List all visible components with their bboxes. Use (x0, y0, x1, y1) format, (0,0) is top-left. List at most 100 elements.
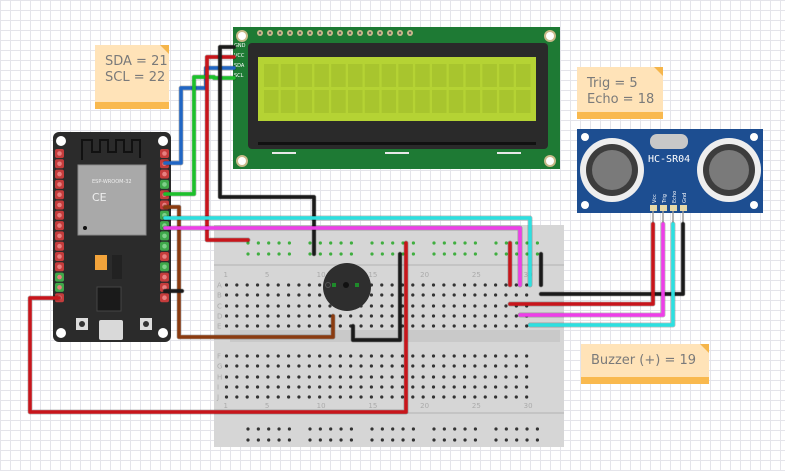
breadboard-hole[interactable] (328, 283, 332, 287)
rail-hole[interactable] (277, 241, 281, 245)
breadboard-hole[interactable] (525, 385, 529, 389)
wire-sensor-echo[interactable] (528, 222, 675, 327)
rail-hole[interactable] (463, 438, 467, 442)
rail-hole[interactable] (453, 438, 457, 442)
rail-hole[interactable] (318, 241, 322, 245)
breadboard-hole[interactable] (338, 395, 342, 399)
breadboard-hole[interactable] (224, 375, 229, 379)
wire-gnd-brown[interactable] (163, 205, 335, 339)
rail-hole[interactable] (473, 241, 477, 245)
breadboard-hole[interactable] (442, 293, 446, 297)
breadboard-hole[interactable] (318, 354, 322, 358)
rail-hole[interactable] (380, 438, 384, 442)
breadboard-hole[interactable] (514, 364, 518, 368)
breadboard-hole[interactable] (431, 354, 436, 358)
breadboard-hole[interactable] (514, 354, 518, 358)
breadboard-hole[interactable] (504, 385, 508, 389)
breadboard-hole[interactable] (276, 304, 280, 308)
breadboard-hole[interactable] (318, 385, 322, 389)
esp32-pin-left[interactable] (55, 293, 64, 303)
breadboard-hole[interactable] (369, 324, 373, 328)
breadboard-hole[interactable] (411, 293, 415, 297)
breadboard-hole[interactable] (514, 304, 518, 308)
breadboard-hole[interactable] (338, 375, 342, 379)
breadboard-hole[interactable] (442, 364, 446, 368)
breadboard-hole[interactable] (224, 293, 229, 297)
rail-hole[interactable] (370, 427, 374, 431)
breadboard-hole[interactable] (525, 324, 529, 328)
breadboard-hole[interactable] (297, 385, 301, 389)
breadboard-hole[interactable] (442, 324, 446, 328)
esp32-pin-left[interactable] (55, 282, 64, 292)
rail-hole[interactable] (267, 427, 271, 431)
breadboard-hole[interactable] (338, 283, 342, 287)
rail-hole[interactable] (525, 427, 529, 431)
breadboard-hole[interactable] (276, 395, 280, 399)
breadboard-hole[interactable] (287, 293, 291, 297)
breadboard-hole[interactable] (411, 385, 415, 389)
breadboard-hole[interactable] (266, 375, 270, 379)
rail-hole[interactable] (463, 252, 467, 256)
breadboard-hole[interactable] (307, 395, 311, 399)
wire-power-red[interactable] (28, 241, 408, 414)
breadboard-hole[interactable] (338, 314, 342, 318)
breadboard-hole[interactable] (400, 293, 405, 297)
breadboard-hole[interactable] (514, 324, 518, 328)
breadboard-hole[interactable] (483, 385, 487, 389)
rail-hole[interactable] (349, 241, 353, 245)
breadboard-hole[interactable] (369, 283, 373, 287)
breadboard-hole[interactable] (421, 385, 425, 389)
breadboard-hole[interactable] (297, 364, 301, 368)
breadboard-hole[interactable] (297, 395, 301, 399)
wire-sensor-trig[interactable] (518, 222, 665, 317)
breadboard-hole[interactable] (452, 324, 456, 328)
rail-hole[interactable] (432, 438, 436, 442)
breadboard-hole[interactable] (452, 354, 456, 358)
rail-hole[interactable] (277, 427, 281, 431)
breadboard-hole[interactable] (369, 375, 373, 379)
breadboard-hole[interactable] (297, 293, 301, 297)
rail-hole[interactable] (308, 241, 312, 245)
breadboard-hole[interactable] (431, 385, 436, 389)
esp32-pin-right[interactable] (160, 221, 169, 231)
esp32-pin-left[interactable] (55, 252, 64, 261)
breadboard-hole[interactable] (473, 324, 477, 328)
breadboard-hole[interactable] (328, 385, 332, 389)
breadboard-hole[interactable] (359, 314, 363, 318)
esp32-pin-right[interactable] (160, 252, 169, 261)
rail-hole[interactable] (504, 241, 508, 245)
breadboard-hole[interactable] (462, 304, 467, 308)
breadboard-hole[interactable] (307, 324, 311, 328)
breadboard-hole[interactable] (338, 354, 342, 358)
rail-hole[interactable] (329, 438, 333, 442)
rail-hole[interactable] (515, 252, 519, 256)
esp32-pin-left[interactable] (55, 179, 64, 189)
rail-hole[interactable] (349, 252, 353, 256)
breadboard-hole[interactable] (390, 283, 394, 287)
breadboard-hole[interactable] (338, 293, 342, 297)
breadboard-hole[interactable] (235, 293, 239, 297)
rail-hole[interactable] (453, 427, 457, 431)
breadboard-hole[interactable] (400, 385, 405, 389)
wire-trig-magenta[interactable] (163, 226, 522, 287)
rail-hole[interactable] (391, 427, 395, 431)
breadboard-hole[interactable] (431, 324, 436, 328)
rail-hole[interactable] (535, 241, 540, 245)
esp32-pin-left[interactable] (55, 241, 64, 251)
rail-hole[interactable] (287, 252, 291, 256)
breadboard-hole[interactable] (462, 364, 467, 368)
breadboard-hole[interactable] (483, 314, 487, 318)
breadboard-hole[interactable] (328, 314, 332, 318)
breadboard-hole[interactable] (328, 324, 332, 328)
breadboard-hole[interactable] (421, 324, 425, 328)
breadboard-hole[interactable] (411, 364, 415, 368)
breadboard-hole[interactable] (390, 293, 394, 297)
breadboard-hole[interactable] (255, 395, 260, 399)
rail-hole[interactable] (308, 427, 312, 431)
rail-hole[interactable] (494, 252, 498, 256)
breadboard-hole[interactable] (266, 283, 270, 287)
wire-sensor-vcc[interactable] (508, 222, 655, 306)
rail-hole[interactable] (246, 252, 250, 256)
rail-hole[interactable] (515, 241, 519, 245)
breadboard-hole[interactable] (359, 293, 363, 297)
